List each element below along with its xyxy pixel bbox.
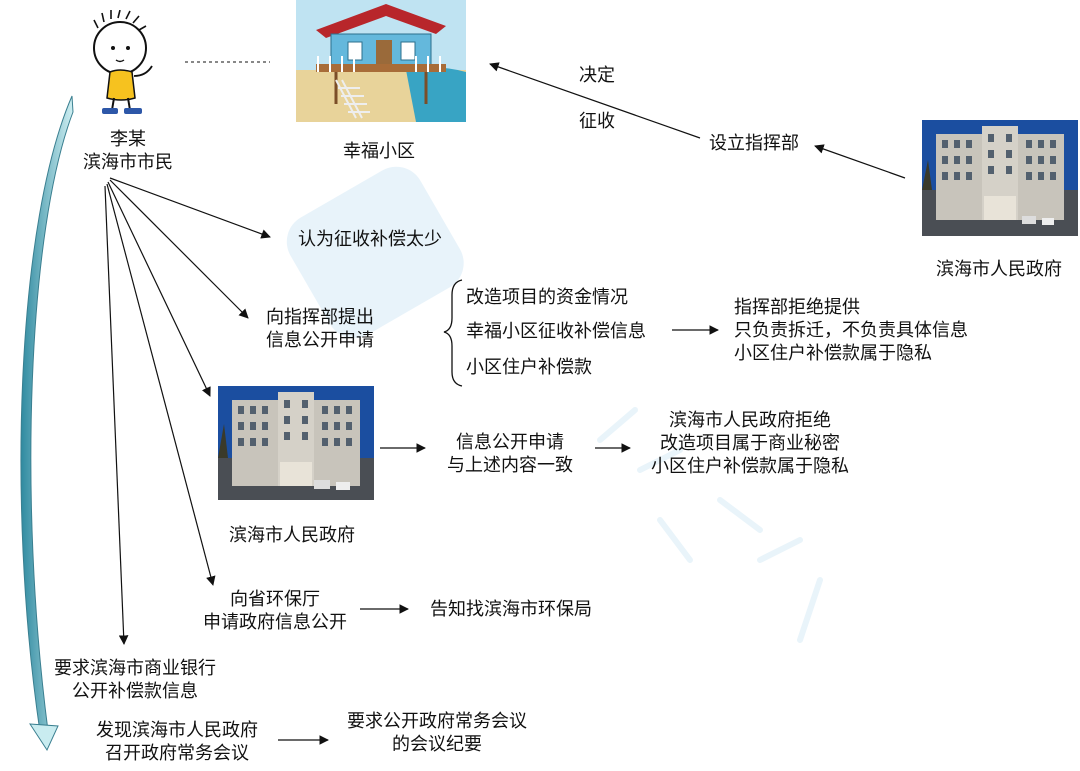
hq-reply-1: 指挥部拒绝提供 [734, 297, 860, 318]
edge-label-expropriate: 征收 [579, 111, 615, 132]
hq-reply-2: 只负责拆迁，不负责具体信息 [734, 320, 968, 341]
gov-request-line1: 信息公开申请 [456, 432, 564, 453]
claim-text: 认为征收补偿太少 [298, 229, 442, 250]
meeting-found-line1: 发现滨海市人民政府 [96, 720, 258, 741]
meeting-request-line2: 的会议纪要 [392, 734, 482, 755]
meeting-request-line1: 要求公开政府常务会议 [347, 711, 527, 732]
person-name: 李某 [110, 129, 146, 150]
env-reply: 告知找滨海市环保局 [430, 599, 592, 620]
request-hq-line1: 向指挥部提出 [266, 307, 374, 328]
government-building-picture [922, 120, 1078, 236]
community-label: 幸福小区 [343, 141, 415, 162]
request-item-1: 改造项目的资金情况 [466, 287, 628, 308]
request-item-3: 小区住户补偿款 [466, 357, 592, 378]
gov-reply-2: 改造项目属于商业秘密 [660, 433, 840, 454]
bank-request-line2: 公开补偿款信息 [72, 681, 198, 702]
env-request-line2: 申请政府信息公开 [203, 612, 347, 633]
hq-reply-3: 小区住户补偿款属于隐私 [734, 343, 932, 364]
gov-mid-label: 滨海市人民政府 [229, 525, 355, 546]
person-title: 滨海市市民 [83, 152, 173, 173]
bank-request-line1: 要求滨海市商业银行 [54, 658, 216, 679]
gov-request-line2: 与上述内容一致 [447, 455, 573, 476]
government-building-picture-2 [218, 386, 374, 500]
gov-top-label: 滨海市人民政府 [936, 259, 1062, 280]
edge-label-set-up-hq: 设立指挥部 [709, 133, 799, 154]
request-item-2: 幸福小区征收补偿信息 [466, 321, 646, 342]
gov-reply-1: 滨海市人民政府拒绝 [669, 410, 831, 431]
meeting-found-line2: 召开政府常务会议 [105, 743, 249, 764]
edge-label-decide: 决定 [579, 65, 615, 86]
community-house-picture [296, 0, 466, 122]
env-request-line1: 向省环保厅 [230, 589, 320, 610]
request-hq-line2: 信息公开申请 [266, 330, 374, 351]
citizen-cartoon-icon [93, 10, 153, 114]
gov-reply-3: 小区住户补偿款属于隐私 [651, 456, 849, 477]
